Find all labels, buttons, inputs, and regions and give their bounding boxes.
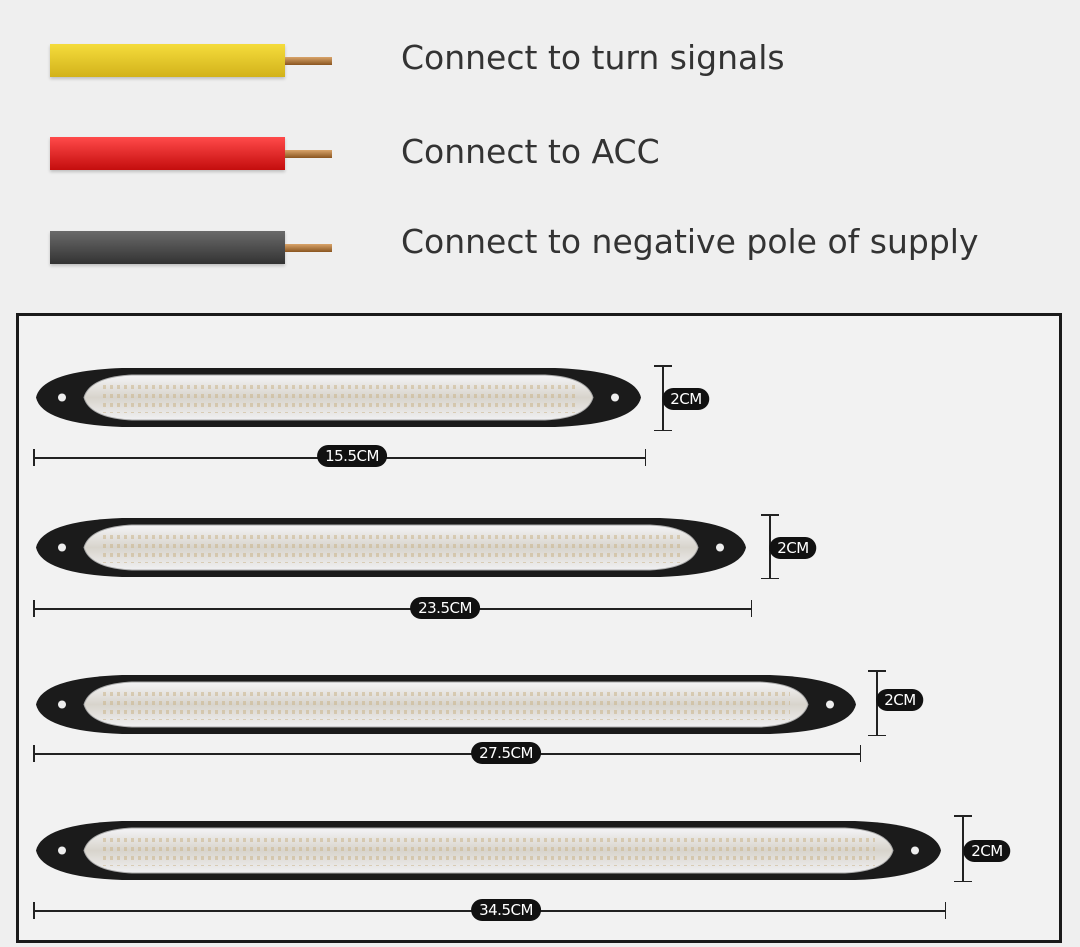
height-badge: 2CM bbox=[963, 840, 1011, 862]
black-wire-icon bbox=[50, 231, 285, 264]
length-dimension-line bbox=[33, 747, 861, 760]
led-dots bbox=[102, 532, 680, 563]
height-badge: 2CM bbox=[769, 537, 817, 559]
mounting-hole bbox=[58, 700, 66, 709]
yellow-wire-label: Connect to turn signals bbox=[401, 38, 785, 77]
length-badge: 23.5CM bbox=[410, 597, 480, 619]
mounting-hole bbox=[911, 846, 919, 855]
led-dots bbox=[102, 382, 575, 413]
height-dimension-line bbox=[956, 815, 970, 882]
height-badge: 2CM bbox=[876, 689, 924, 711]
led-dots bbox=[102, 835, 875, 866]
yellow-wire-icon bbox=[50, 44, 285, 77]
mounting-hole bbox=[611, 393, 619, 402]
length-badge: 34.5CM bbox=[471, 899, 541, 921]
copper-core-icon bbox=[285, 244, 332, 252]
led-strip-image bbox=[32, 515, 750, 584]
height-badge: 2CM bbox=[662, 388, 710, 410]
led-strip-image bbox=[32, 818, 945, 887]
mounting-hole bbox=[826, 700, 834, 709]
copper-core-icon bbox=[285, 150, 332, 158]
red-wire-icon bbox=[50, 137, 285, 170]
mounting-hole bbox=[58, 846, 66, 855]
length-dimension-line bbox=[33, 602, 752, 615]
led-strip-image bbox=[32, 672, 860, 741]
length-badge: 27.5CM bbox=[471, 742, 541, 764]
led-dots bbox=[102, 689, 790, 720]
mounting-hole bbox=[716, 543, 724, 552]
mounting-hole bbox=[58, 543, 66, 552]
mounting-hole bbox=[58, 393, 66, 402]
copper-core-icon bbox=[285, 57, 332, 65]
black-wire-label: Connect to negative pole of supply bbox=[401, 222, 979, 261]
length-badge: 15.5CM bbox=[317, 445, 387, 467]
red-wire-label: Connect to ACC bbox=[401, 132, 660, 171]
led-strip-image bbox=[32, 365, 645, 434]
